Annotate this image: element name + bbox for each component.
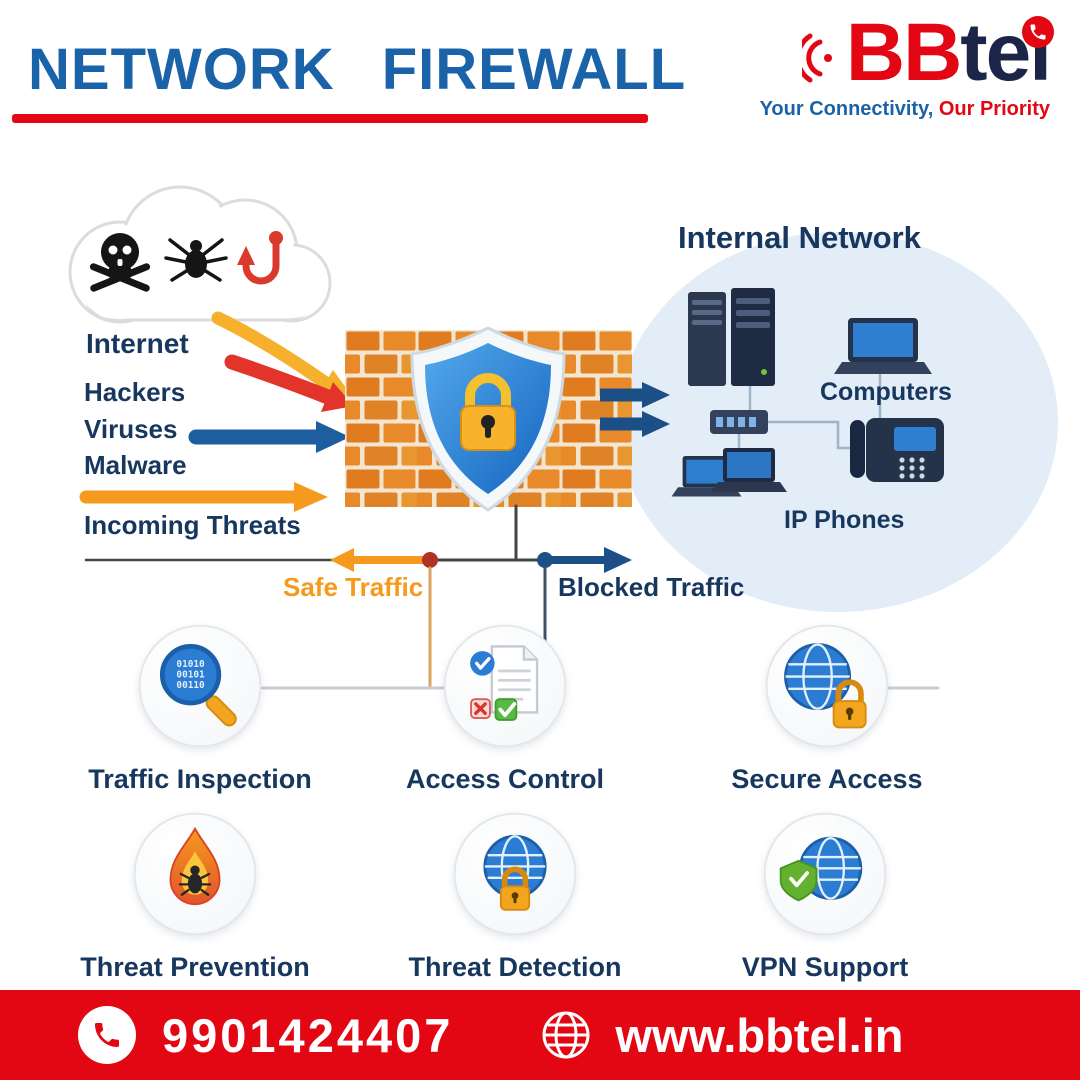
firewall-shield-icon — [410, 326, 566, 512]
incoming-threats-label: Incoming Threats — [84, 510, 301, 540]
viruses-label: Viruses — [84, 414, 178, 444]
laptop-icon — [834, 318, 932, 374]
website-link[interactable]: www.bbtel.in — [615, 1008, 904, 1062]
skull-icon — [89, 233, 151, 292]
feature-traffic-inspection: 01010 00101 00110 Traffic Inspection — [60, 620, 340, 795]
internet-label: Internet — [86, 328, 189, 359]
hackers-label: Hackers — [84, 377, 186, 407]
feature-label: Access Control — [405, 764, 605, 794]
svg-text:00110: 00110 — [176, 680, 205, 691]
tagline-part1: Your Connectivity, — [759, 97, 934, 120]
footer-bar: 9901424407 www.bbtel.in — [0, 990, 1080, 1080]
hook-icon — [237, 231, 283, 285]
blocked-traffic-label: Blocked Traffic — [558, 572, 745, 602]
logo-tagline: Your Connectivity, Our Priority — [760, 98, 1050, 121]
tagline-part2: Our Priority — [933, 97, 1050, 120]
feature-label: Threat Prevention — [80, 952, 310, 982]
network-switch-icon — [710, 410, 768, 434]
page-title: NETWORK FIREWALL — [28, 37, 687, 102]
globe-lock-icon — [453, 812, 577, 936]
computers-label: Computers — [820, 378, 952, 406]
incoming-threat-arrows — [79, 311, 354, 512]
magnifier-binary-icon: 01010 00101 00110 — [138, 624, 262, 748]
feature-access-control: Access Control — [365, 620, 645, 795]
flame-bug-icon — [133, 812, 257, 936]
phone-badge-icon — [1022, 16, 1054, 48]
feature-secure-access: Secure Access — [687, 620, 967, 795]
phone-icon — [78, 1006, 136, 1064]
wifi-signal-icon — [801, 33, 832, 83]
feature-vpn-support: VPN Support — [685, 808, 965, 983]
svg-text:01010: 01010 — [176, 659, 205, 670]
safe-traffic-label: Safe Traffic — [283, 572, 424, 602]
spider-icon — [164, 238, 228, 282]
allowed-traffic-arrows — [600, 382, 670, 437]
feature-label: Secure Access — [731, 764, 923, 794]
document-check-icon — [443, 624, 567, 748]
phone-number[interactable]: 9901424407 — [162, 1008, 454, 1062]
traffic-flow-lines — [84, 504, 940, 690]
feature-threat-detection: Threat Detection — [375, 808, 655, 983]
globe-lock-icon — [765, 624, 889, 748]
globe-icon — [542, 1011, 590, 1059]
malware-label: Malware — [84, 450, 187, 480]
svg-text:00101: 00101 — [176, 670, 205, 681]
ip-phones-label: IP Phones — [784, 506, 905, 534]
server-icon — [688, 288, 775, 386]
internal-network-label: Internal Network — [678, 220, 921, 255]
globe-shield-icon — [763, 812, 887, 936]
laptops-icon — [671, 448, 787, 497]
title-underline — [12, 114, 648, 123]
feature-threat-prevention: Threat Prevention — [55, 808, 335, 983]
network-devices — [671, 288, 944, 497]
feature-label: VPN Support — [741, 952, 909, 982]
ip-phone-icon — [850, 418, 944, 482]
feature-label: Traffic Inspection — [88, 764, 312, 794]
feature-label: Threat Detection — [408, 952, 622, 982]
logo-text-bb: BB — [845, 7, 962, 98]
